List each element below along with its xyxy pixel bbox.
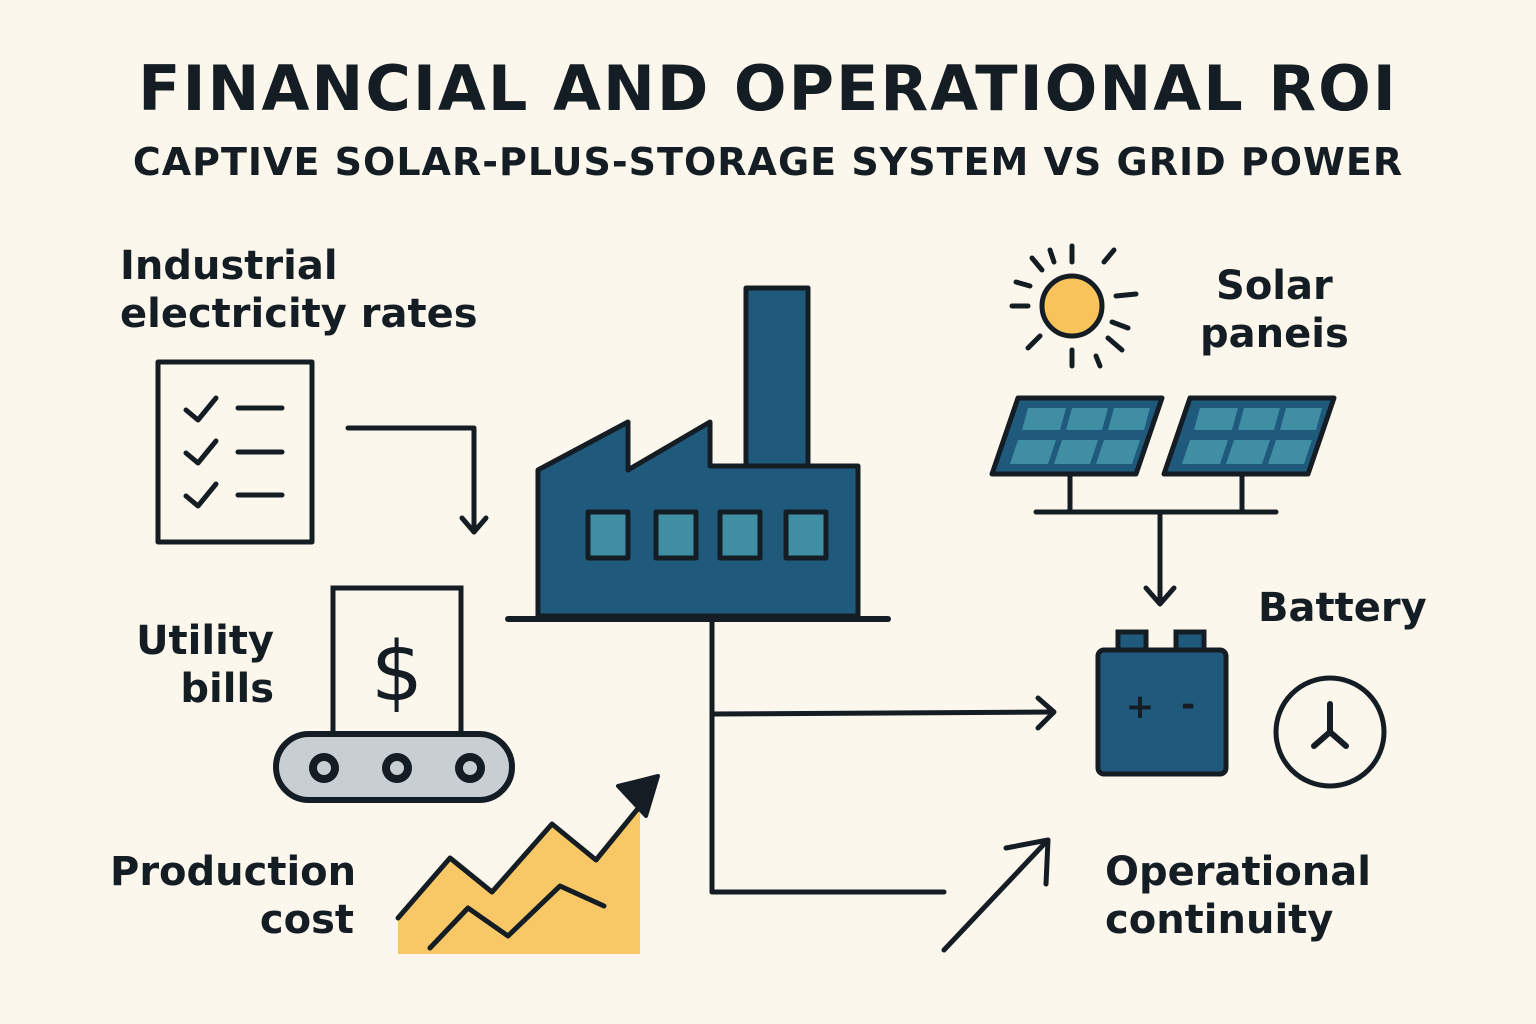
solar-panel-icon bbox=[989, 395, 1337, 607]
label-battery: Battery bbox=[1258, 585, 1427, 631]
sun-icon bbox=[1009, 243, 1139, 369]
rising-chart-icon bbox=[395, 774, 660, 954]
continuity-arrow-icon bbox=[941, 837, 1051, 953]
battery-icon: + - bbox=[1095, 629, 1229, 777]
dollar-bill-icon: $ bbox=[330, 585, 464, 739]
battery-minus: - bbox=[1181, 685, 1195, 725]
checklist-icon bbox=[155, 359, 315, 545]
battery-plus: + bbox=[1126, 687, 1155, 727]
factory-icon bbox=[505, 285, 891, 622]
rates-arrow bbox=[345, 425, 489, 535]
clock-icon bbox=[1273, 675, 1387, 789]
conveyor-icon bbox=[273, 731, 515, 803]
dollar-sign: $ bbox=[371, 625, 423, 720]
factory-distribution-lines bbox=[709, 616, 1057, 895]
label-industrial-electricity-rates: Industrial electricity rates bbox=[120, 243, 478, 337]
label-solar-panels: Solar paneis bbox=[1200, 263, 1349, 357]
label-utility-bills: Utility bills bbox=[136, 618, 274, 712]
page-subtitle: CAPTIVE SOLAR-PLUS-STORAGE SYSTEM VS GRI… bbox=[132, 140, 1404, 184]
page-title: FINANCIAL AND OPERATIONAL ROI bbox=[138, 52, 1398, 125]
label-operational-continuity: Operational continuity bbox=[1105, 849, 1371, 943]
label-production-cost: Production cost bbox=[110, 849, 357, 943]
